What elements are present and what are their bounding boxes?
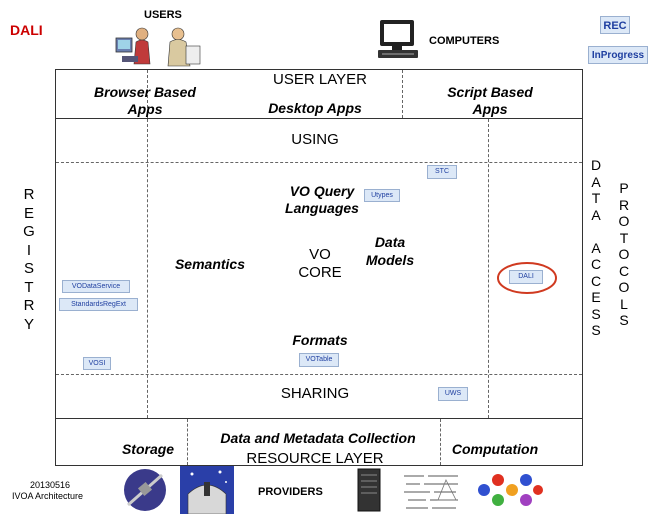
- resource-layer-title: RESOURCE LAYER: [246, 450, 384, 467]
- equations-icon: [404, 475, 458, 509]
- data-access-gap: [589, 223, 603, 240]
- protocols-letter: S: [619, 312, 629, 328]
- dashed-right-lower: [440, 419, 441, 465]
- registry-vertical: R E G I S T R Y: [22, 186, 36, 334]
- vo-query-line2: Languages: [285, 200, 359, 216]
- inprogress-label: InProgress: [591, 50, 645, 61]
- computer-icon: [378, 20, 418, 58]
- registry-letter: T: [24, 278, 34, 296]
- registry-letter: R: [23, 186, 35, 203]
- dashed-left-lower: [187, 419, 188, 465]
- uws-tag: UWS: [438, 387, 468, 401]
- satellite-icon: [124, 469, 166, 511]
- data-access-letter: D: [590, 157, 602, 173]
- browser-apps-line2: Apps: [127, 101, 163, 117]
- computers-label: COMPUTERS: [429, 35, 500, 47]
- data-access-letter: E: [591, 289, 601, 305]
- registry-letter: S: [23, 260, 34, 277]
- script-apps-line1: Script Based: [447, 84, 533, 100]
- dashed-using: [56, 162, 582, 163]
- formats-label: Formats: [292, 332, 348, 348]
- user-layer-title: USER LAYER: [273, 71, 367, 88]
- observatory-icon: [180, 466, 234, 514]
- footer-architecture: IVOA Architecture: [12, 491, 84, 501]
- registry-letter: R: [23, 297, 35, 314]
- browser-apps-line1: Browser Based: [94, 84, 196, 100]
- users-label: USERS: [144, 9, 182, 21]
- inprogress-badge: InProgress: [588, 46, 648, 64]
- registry-letter: I: [26, 241, 32, 259]
- data-access-letter: A: [591, 173, 601, 190]
- protocols-letter: O: [618, 279, 630, 295]
- vo-core-line2: CORE: [298, 264, 342, 281]
- network-icon: [478, 474, 543, 506]
- semantics-label: Semantics: [174, 256, 246, 272]
- data-models-line1: Data: [374, 234, 406, 250]
- user-layer-divider: [55, 118, 583, 119]
- dali-title: DALI: [10, 22, 43, 38]
- protocols-letter: O: [618, 213, 630, 229]
- registry-letter: G: [23, 223, 35, 240]
- dashed-sharing: [56, 374, 582, 375]
- data-access-letter: S: [591, 305, 601, 322]
- computation-label: Computation: [451, 441, 539, 457]
- registry-letter: Y: [23, 315, 34, 333]
- vo-query-line1: VO Query: [289, 183, 355, 199]
- protocols-letter: L: [620, 295, 628, 312]
- protocols-vertical: P R O T O C O L S: [617, 180, 631, 329]
- using-label: USING: [291, 131, 339, 148]
- collection-label: Data and Metadata Collection: [220, 430, 416, 446]
- script-apps-line2: Apps: [472, 101, 508, 117]
- protocols-letter: P: [619, 180, 629, 196]
- data-access-letter: C: [590, 272, 602, 289]
- stc-tag: STC: [427, 165, 457, 179]
- dashed-left-upper: [147, 70, 148, 118]
- data-access-letter: T: [591, 190, 601, 206]
- dali-tag: DALI: [509, 270, 543, 284]
- dashed-right-main: [488, 119, 489, 418]
- votable-tag: VOTable: [299, 353, 339, 367]
- data-access-letter: A: [591, 239, 601, 256]
- rec-label: REC: [603, 20, 627, 32]
- utypes-tag: Utypes: [364, 189, 400, 202]
- sharing-label: SHARING: [280, 385, 350, 402]
- registry-letter: E: [23, 204, 34, 222]
- data-access-letter: S: [591, 322, 601, 338]
- architecture-frame: [55, 69, 583, 466]
- data-models-line2: Models: [365, 252, 415, 268]
- storage-label: Storage: [121, 441, 175, 457]
- dashed-left-main: [147, 119, 148, 418]
- desktop-apps: Desktop Apps: [268, 100, 362, 116]
- data-access-letter: A: [591, 206, 601, 223]
- vo-core-line1: VO: [309, 246, 331, 263]
- data-access-vertical: D A T A A C C E S S: [589, 157, 603, 339]
- providers-label: PROVIDERS: [258, 486, 323, 498]
- protocols-letter: T: [619, 229, 629, 246]
- protocols-letter: R: [618, 196, 630, 213]
- standardsregext-tag: StandardsRegExt: [59, 298, 138, 311]
- rec-badge: REC: [600, 16, 630, 34]
- users-icon: [115, 27, 201, 67]
- server-icon: [357, 468, 381, 512]
- vosi-tag: VOSI: [83, 357, 111, 370]
- dashed-right-upper: [402, 70, 403, 118]
- resource-layer-divider: [55, 418, 583, 419]
- protocols-letter: C: [618, 262, 630, 279]
- footer-date: 20130516: [30, 480, 71, 490]
- data-access-letter: C: [590, 256, 602, 272]
- protocols-letter: O: [618, 246, 630, 262]
- dali-highlight-circle: [497, 262, 557, 294]
- vodataservice-tag: VODataService: [62, 280, 130, 293]
